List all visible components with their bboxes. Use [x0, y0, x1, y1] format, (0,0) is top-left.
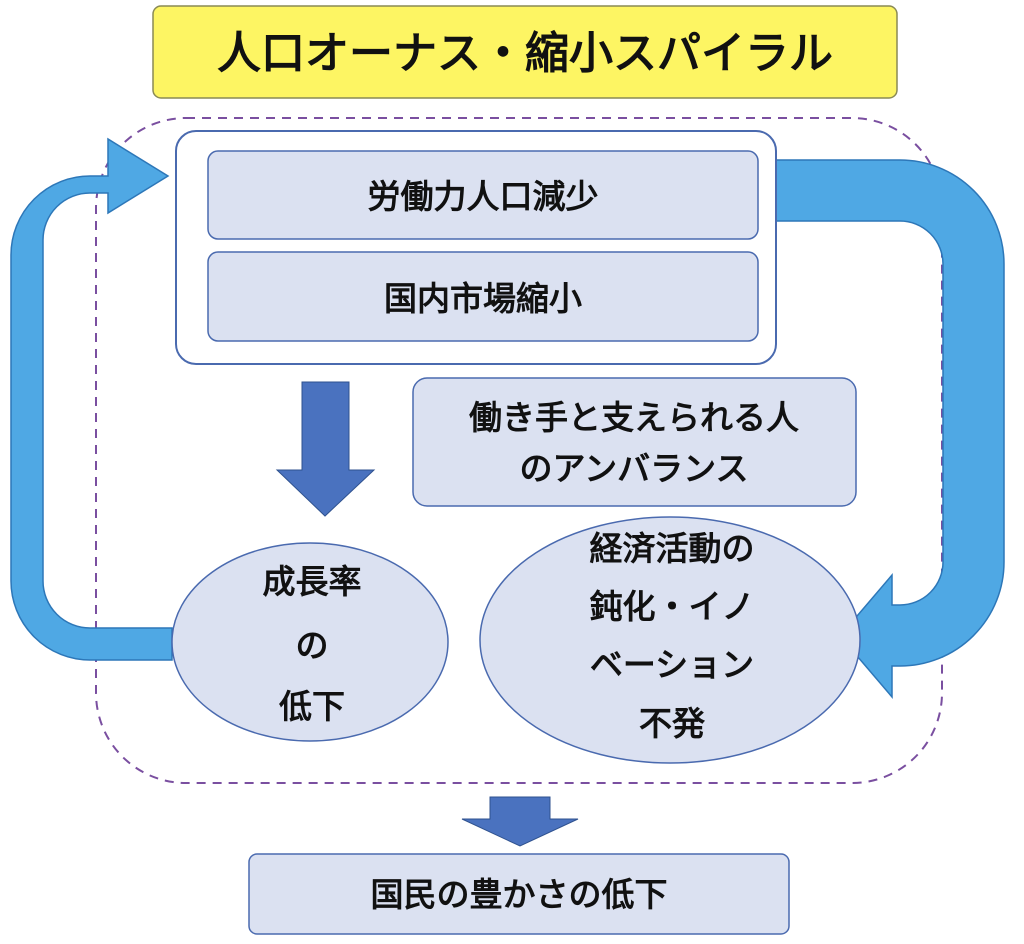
cycle-arrow-left: [10, 137, 173, 661]
economy-line4: 不発: [639, 704, 706, 743]
title-banner: 人口オーナス・縮小スパイラル: [152, 5, 898, 99]
growth-line2: の: [296, 626, 329, 665]
economy-line2: 鈍化・イノ: [590, 587, 755, 626]
imbalance-line1: 働き手と支えられる人: [469, 398, 799, 437]
growth-ellipse: 成長率 の 低下: [171, 542, 449, 742]
labor-decline-text: 労働力人口減少: [368, 177, 599, 216]
down-arrow-growth: [275, 381, 376, 517]
imbalance-box: 働き手と支えられる人 のアンバランス: [412, 377, 857, 507]
result-box: 国民の豊かさの低下: [248, 853, 790, 935]
top-group: 労働力人口減少 国内市場縮小: [175, 130, 777, 365]
down-arrow-result: [461, 796, 579, 847]
market-shrink-text: 国内市場縮小: [384, 279, 582, 318]
growth-line1: 成長率: [263, 562, 362, 601]
market-shrink-box: [207, 251, 759, 342]
economy-line1: 経済活動の: [590, 529, 755, 568]
economy-line3: ベーション: [590, 645, 754, 684]
imbalance-line2: のアンバランス: [519, 449, 748, 488]
spiral-boundary: [95, 117, 943, 784]
cycle-arrow-right: [774, 159, 1005, 700]
result-text: 国民の豊かさの低下: [371, 875, 668, 914]
economy-ellipse: 経済活動の 鈍化・イノ ベーション 不発: [479, 516, 861, 764]
growth-line3: 低下: [279, 687, 345, 726]
title-text: 人口オーナス・縮小スパイラル: [217, 28, 833, 79]
labor-decline-box: [207, 150, 759, 240]
